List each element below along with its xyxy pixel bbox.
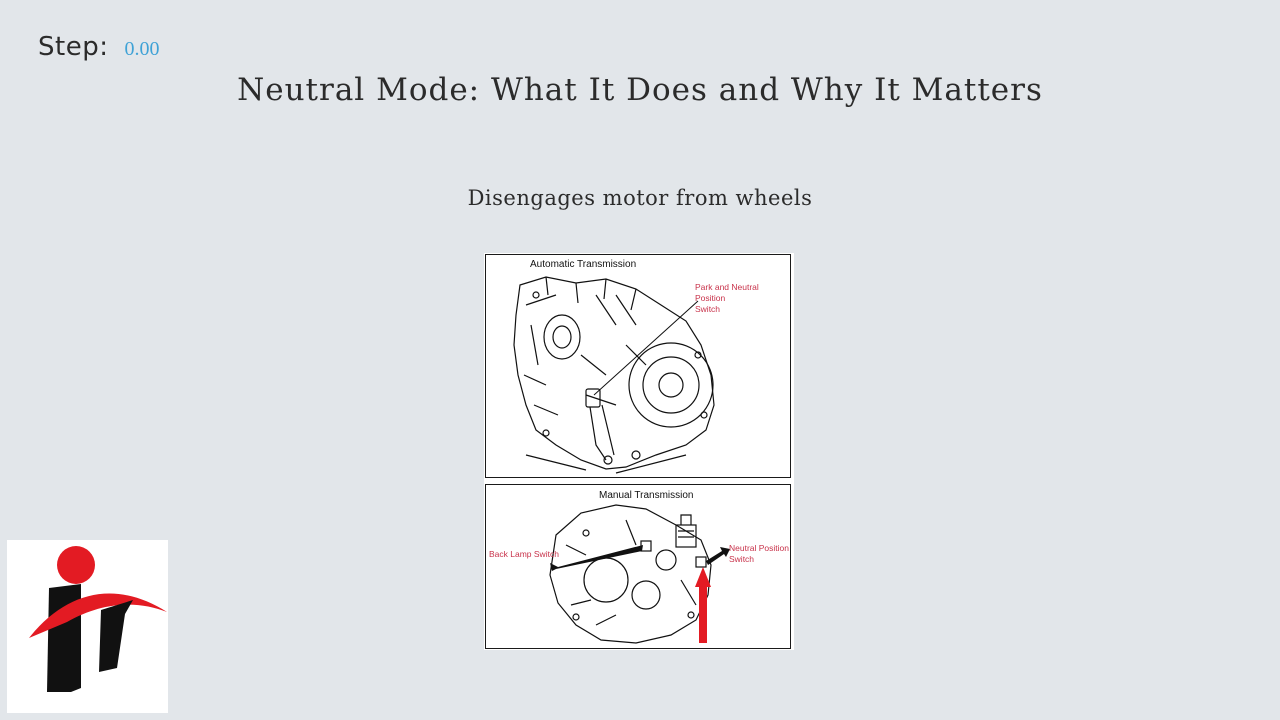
slide-subtitle: Disengages motor from wheels [467, 186, 813, 210]
slide-title: Neutral Mode: What It Does and Why It Ma… [237, 72, 1043, 108]
manual-transmission-title: Manual Transmission [599, 490, 694, 501]
callout-line-1: Park and Neutral Position [695, 282, 759, 303]
park-neutral-switch-callout: Park and Neutral Position Switch [695, 282, 790, 315]
brand-logo-mark [29, 546, 167, 692]
manual-transmission-panel: Manual Transmission Back Lamp Switch Neu… [485, 484, 791, 649]
automatic-transmission-title: Automatic Transmission [530, 259, 637, 270]
brand-logo [7, 540, 168, 713]
step-value: 0.00 [124, 38, 160, 60]
automatic-transmission-drawing [513, 276, 715, 474]
step-label: Step: [38, 32, 109, 62]
automatic-transmission-panel: Automatic Transmission Park and Neutral … [485, 254, 791, 478]
transmission-figure: Automatic Transmission Park and Neutral … [484, 253, 794, 650]
back-lamp-switch-callout: Back Lamp Switch [489, 549, 559, 559]
neutral-position-switch-callout: Neutral Position Switch [729, 543, 789, 565]
neutral-callout-line-1: Neutral Position [729, 543, 790, 553]
step-indicator: Step: 0.00 [38, 32, 159, 62]
neutral-callout-line-2: Switch [729, 554, 755, 564]
manual-transmission-drawing [549, 504, 730, 644]
callout-line-2: Switch [695, 304, 721, 314]
